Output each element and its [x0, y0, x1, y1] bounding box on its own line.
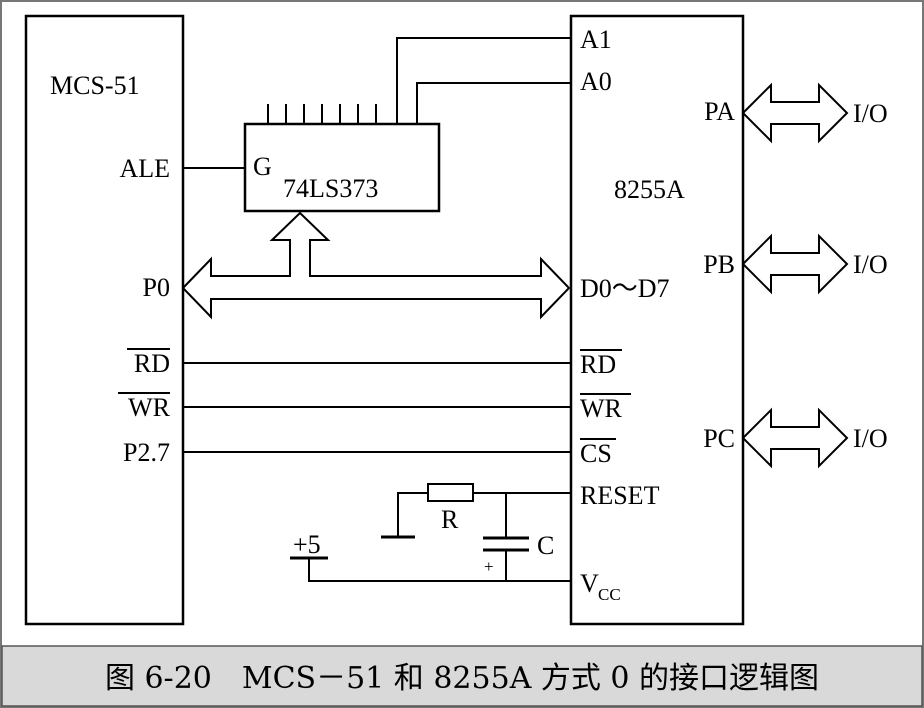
mcu-pin-p27: P2.7 [123, 438, 170, 467]
mcu-pin-ale: ALE [119, 154, 170, 183]
data-bus-arrow [181, 211, 571, 320]
ppi-port-pb: PB [703, 250, 735, 279]
latch-pin-g: G [253, 152, 272, 181]
ppi-pin-vcc-subscript: CC [598, 585, 621, 604]
a0-wire [416, 82, 571, 124]
caption-band [1, 645, 923, 707]
ppi-port-pa: PA [704, 97, 735, 126]
ppi-label: 8255A [614, 175, 685, 204]
a1-wire [396, 37, 571, 124]
pa-io-label: I/O [853, 99, 888, 128]
latch-block [243, 122, 441, 213]
ppi-pin-a1: A1 [580, 25, 612, 54]
ppi-port-pc: PC [703, 424, 735, 453]
mcu-pin-rd: RD [134, 349, 170, 378]
pa-bus-arrow [741, 82, 849, 144]
mcu-block [24, 14, 185, 626]
supply-label: +5 [293, 530, 321, 559]
latch-output-pins [267, 104, 377, 124]
resistor-ground-wire [397, 492, 428, 537]
ppi-pin-data: D0～D7 [580, 274, 670, 303]
pc-bus-arrow [741, 407, 849, 469]
resistor-label: R [441, 505, 459, 534]
latch-label: 74LS373 [283, 174, 378, 203]
resistor [427, 483, 474, 502]
pb-bus-arrow [741, 233, 849, 295]
ppi-pin-cs: CS [580, 439, 612, 468]
ppi-block [569, 14, 745, 626]
mcu-pin-wr: WR [128, 393, 171, 422]
capacitor-polarity: + [484, 557, 494, 576]
ppi-pin-vcc: V [580, 569, 599, 598]
ppi-pin-a0: A0 [580, 67, 612, 96]
ppi-pin-rd: RD [580, 350, 616, 379]
pb-io-label: I/O [853, 250, 888, 279]
vcc-wire [308, 558, 571, 582]
capacitor-label: C [537, 531, 554, 560]
mcu-pin-p0: P0 [143, 273, 170, 302]
mcu-label: MCS-51 [50, 71, 140, 100]
figure-caption: 图 6-20 MCS－51 和 8255A 方式 0 的接口逻辑图 [105, 661, 819, 696]
pc-io-label: I/O [853, 424, 888, 453]
ppi-pin-wr: WR [580, 394, 623, 423]
ppi-pin-reset: RESET [580, 481, 660, 510]
